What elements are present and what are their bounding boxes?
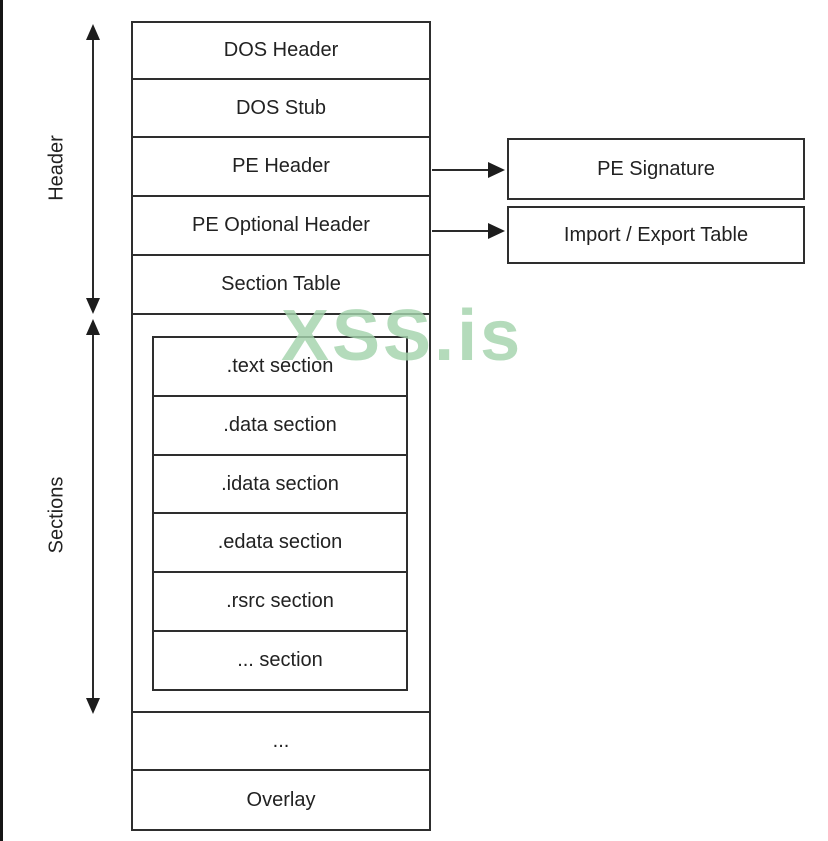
pe-header-box: PE Header — [133, 138, 429, 197]
dos-header-box: DOS Header — [133, 23, 429, 80]
rsrc-section-box: .rsrc section — [154, 573, 406, 633]
pe-file-stack: DOS Header DOS Stub PE Header PE Optiona… — [131, 21, 431, 831]
page-edge-strip — [0, 0, 3, 841]
section-table-box: Section Table — [133, 256, 429, 315]
dos-stub-box: DOS Stub — [133, 80, 429, 138]
ellipsis-box: ... — [133, 713, 429, 771]
pe-signature-box: PE Signature — [507, 138, 805, 200]
header-group-label: Header — [45, 135, 68, 201]
header-span-arrow — [86, 24, 100, 314]
sections-area: .text section .data section .idata secti… — [133, 315, 429, 713]
overlay-box: Overlay — [246, 788, 316, 811]
text-section-box: .text section — [154, 338, 406, 397]
idata-section-box: .idata section — [154, 456, 406, 515]
import-export-table-box: Import / Export Table — [507, 206, 805, 264]
data-section-box: .data section — [154, 397, 406, 456]
pe-optional-header-box: PE Optional Header — [133, 197, 429, 256]
pe-optional-header-to-import-export-arrow — [432, 223, 505, 239]
sections-inner-box: .text section .data section .idata secti… — [152, 336, 408, 691]
edata-section-box: .edata section — [154, 514, 406, 574]
sections-group-label: Sections — [45, 476, 68, 554]
more-sections-box: ... section — [237, 649, 323, 672]
pe-header-to-pe-signature-arrow — [432, 162, 505, 178]
sections-span-arrow — [86, 319, 100, 714]
